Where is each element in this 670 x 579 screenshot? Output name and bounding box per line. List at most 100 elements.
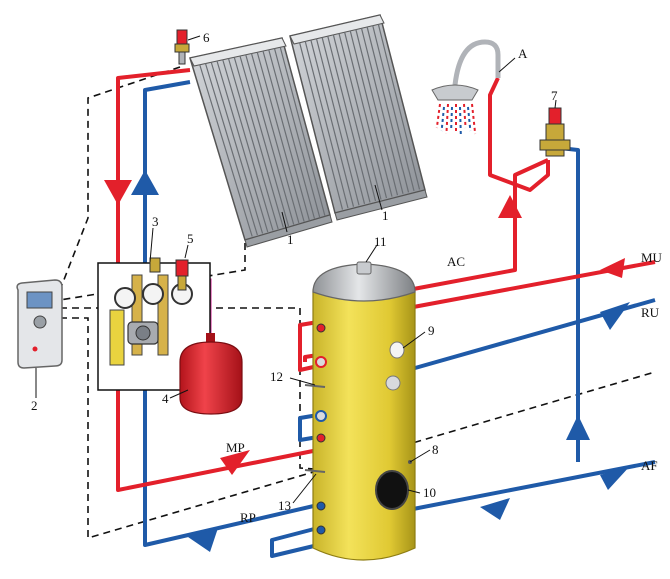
collector-tube bbox=[360, 28, 404, 194]
water-drop bbox=[450, 106, 453, 129]
water-drop bbox=[467, 106, 472, 132]
collector-tube bbox=[273, 48, 321, 218]
arrow-up-cold bbox=[131, 170, 159, 195]
collector-tube bbox=[338, 33, 382, 200]
collector-tube bbox=[310, 39, 355, 207]
callout-1-right: 1 bbox=[382, 208, 389, 223]
arrow-down-hot bbox=[104, 180, 132, 205]
callout-labels: 1 1 2 3 4 5 6 7 8 9 10 11 12 13 A bbox=[31, 30, 558, 513]
collector-tube bbox=[227, 58, 279, 230]
shower-head bbox=[431, 39, 501, 135]
tank-port bbox=[385, 375, 401, 391]
water-drop bbox=[440, 106, 445, 132]
callout-5: 5 bbox=[187, 231, 194, 246]
coil-loop-upper-1 bbox=[298, 320, 319, 372]
cold-riser-pipe bbox=[559, 146, 580, 462]
callout-3: 3 bbox=[152, 214, 159, 229]
solar-controller bbox=[16, 279, 63, 369]
tank-thermometer bbox=[389, 341, 405, 359]
collector-tube bbox=[216, 60, 269, 233]
collector-tube bbox=[245, 54, 295, 225]
collector-tube bbox=[299, 42, 344, 210]
collector-tube bbox=[210, 62, 264, 234]
collector-tube bbox=[332, 34, 377, 202]
collector-tube bbox=[239, 55, 290, 227]
collector-tube bbox=[344, 32, 388, 199]
coil-loop-lower bbox=[298, 413, 319, 442]
collector-tube bbox=[366, 26, 410, 193]
water-drop bbox=[435, 103, 441, 129]
arrow-mp bbox=[220, 450, 250, 475]
label-mu: MU bbox=[641, 250, 663, 265]
water-drop bbox=[471, 103, 477, 135]
flow-meter bbox=[109, 309, 125, 366]
leader-lines bbox=[35, 35, 557, 504]
water-drop bbox=[445, 103, 449, 135]
label-ru: RU bbox=[641, 305, 660, 320]
arrow-af bbox=[600, 466, 630, 490]
collector-tube bbox=[268, 49, 316, 219]
arrow-rp bbox=[188, 528, 218, 552]
collector-tube bbox=[372, 25, 415, 192]
collector-tube bbox=[250, 53, 300, 224]
collector-tube bbox=[262, 50, 310, 221]
arrow-ru bbox=[600, 302, 630, 330]
thermostatic-mixing-valve bbox=[539, 107, 571, 157]
sensor-pocket-lower bbox=[304, 469, 326, 473]
af-pipe bbox=[407, 460, 656, 512]
wire-collector-sensor bbox=[57, 66, 181, 296]
storage-tank bbox=[304, 261, 416, 561]
water-drop bbox=[463, 103, 467, 129]
anode-port bbox=[356, 261, 372, 275]
label-af: AF bbox=[641, 458, 658, 473]
mixed-outlet-pipe bbox=[488, 77, 550, 192]
collector-tube bbox=[279, 47, 326, 216]
solar-collector-left bbox=[189, 37, 333, 248]
label-ac: AC bbox=[447, 254, 465, 269]
collector-tube bbox=[377, 24, 421, 190]
callout-1-left: 1 bbox=[287, 232, 294, 247]
water-drop bbox=[459, 106, 462, 135]
collector-tube bbox=[199, 64, 253, 237]
callout-9: 9 bbox=[428, 323, 435, 338]
callout-4: 4 bbox=[162, 391, 169, 406]
pipe-labels: AC MU RU AF MP RP bbox=[226, 250, 663, 525]
collector-tube bbox=[304, 41, 349, 209]
air-vent-valve bbox=[174, 29, 190, 65]
collector-tube bbox=[327, 35, 371, 203]
thermometer-gauge-1 bbox=[114, 287, 136, 309]
collector-tube bbox=[315, 38, 360, 206]
collector-tube bbox=[204, 63, 258, 236]
sensor-pocket-upper bbox=[304, 384, 326, 388]
callout-8: 8 bbox=[432, 442, 439, 457]
controller-led bbox=[32, 346, 38, 352]
expansion-vessel bbox=[179, 333, 243, 415]
flow-arrows bbox=[104, 170, 630, 552]
arrow-af-tank bbox=[480, 498, 510, 520]
collector-tube bbox=[355, 29, 399, 196]
controller-knob bbox=[33, 315, 47, 329]
label-mp: MP bbox=[226, 440, 245, 455]
wire-to-controller bbox=[59, 243, 246, 301]
arrow-cold-up bbox=[566, 415, 590, 440]
controller-display bbox=[26, 291, 53, 309]
thermometer-gauge-2 bbox=[142, 283, 164, 305]
collector-tube bbox=[321, 37, 366, 204]
callout-13: 13 bbox=[278, 498, 291, 513]
collector-tube bbox=[349, 30, 393, 197]
callout-12: 12 bbox=[270, 369, 283, 384]
callout-A: A bbox=[518, 46, 528, 61]
callout-11: 11 bbox=[374, 234, 387, 249]
callout-7: 7 bbox=[551, 88, 558, 103]
collector-tube bbox=[256, 52, 305, 222]
tank-cap bbox=[312, 263, 416, 302]
callout-6: 6 bbox=[203, 30, 210, 45]
callout-10: 10 bbox=[423, 485, 436, 500]
label-rp: RP bbox=[240, 510, 256, 525]
tank-connections bbox=[315, 323, 327, 535]
callout-2: 2 bbox=[31, 398, 38, 413]
safety-valve bbox=[175, 259, 189, 291]
tank-bottom-loop bbox=[270, 526, 319, 558]
collector-tube bbox=[222, 59, 274, 231]
